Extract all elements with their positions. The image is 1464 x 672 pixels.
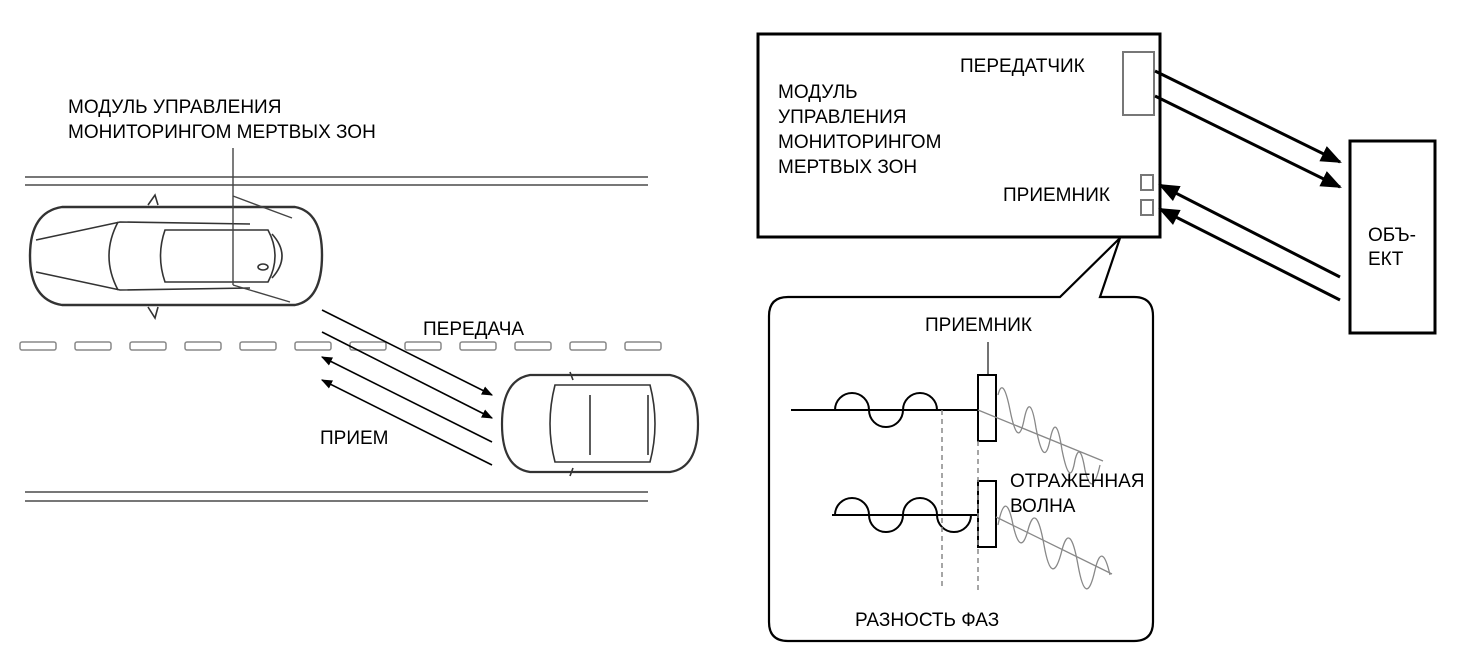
transmitter-label: ПЕРЕДАТЧИК [960, 56, 1085, 77]
incoming-wave-2 [832, 497, 978, 533]
lane-dash [294, 341, 332, 351]
host-car-icon [28, 193, 324, 320]
signal-arrows-right [1154, 69, 1342, 302]
receiver-component-1 [1140, 174, 1154, 191]
receiver-component-2 [1140, 199, 1154, 216]
receive-label: ПРИЕМ [320, 428, 389, 449]
signal-arrows-left [320, 309, 494, 466]
module-label-left-1: МОДУЛЬ УПРАВЛЕНИЯ [68, 97, 281, 118]
lane-dash [19, 341, 57, 351]
reflected-wave-label-1: ОТРАЖЕННАЯ [1010, 471, 1145, 492]
module-box [756, 32, 1162, 239]
inset-callout [767, 237, 1155, 643]
object-label-2: ЕКТ [1368, 249, 1404, 270]
reflected-wave-label-2: ВОЛНА [1010, 496, 1076, 517]
module-label-left-2: МОНИТОРИНГОМ МЕРТВЫХ ЗОН [68, 122, 376, 143]
reflected-wave-1 [977, 387, 1104, 485]
lane-dash [569, 341, 607, 351]
lane-dash [184, 341, 222, 351]
inset-receiver-label: ПРИЕМНИК [925, 315, 1032, 336]
lane-dash [74, 341, 112, 351]
receiver-label: ПРИЕМНИК [1003, 185, 1110, 206]
module-label-right-2: УПРАВЛЕНИЯ [778, 107, 907, 128]
lane-dash [239, 341, 277, 351]
object-label-1: ОБЪ- [1368, 225, 1416, 246]
inset-receiver-1 [977, 374, 997, 442]
phase-difference-label: РАЗНОСТЬ ФАЗ [855, 610, 999, 631]
object-box [1348, 139, 1437, 335]
lane-dash [624, 341, 662, 351]
module-label-right-4: МЕРТВЫХ ЗОН [778, 157, 917, 178]
module-pointer [232, 148, 293, 303]
incoming-wave-1 [791, 392, 978, 428]
road [19, 176, 662, 502]
lane-dash [404, 341, 442, 351]
module-label-right-1: МОДУЛЬ [778, 82, 858, 103]
inset-receiver-2 [977, 480, 997, 548]
phase-guides [941, 410, 979, 590]
lane-dashes [19, 341, 662, 351]
module-label-right-3: МОНИТОРИНГОМ [778, 132, 941, 153]
transmitter-component [1122, 51, 1155, 116]
reflected-wave-2 [995, 505, 1113, 590]
target-car-icon [500, 371, 700, 477]
lane-dash [459, 341, 497, 351]
transmit-label: ПЕРЕДАЧА [423, 319, 524, 340]
lane-dash [129, 341, 167, 351]
lane-dash [514, 341, 552, 351]
